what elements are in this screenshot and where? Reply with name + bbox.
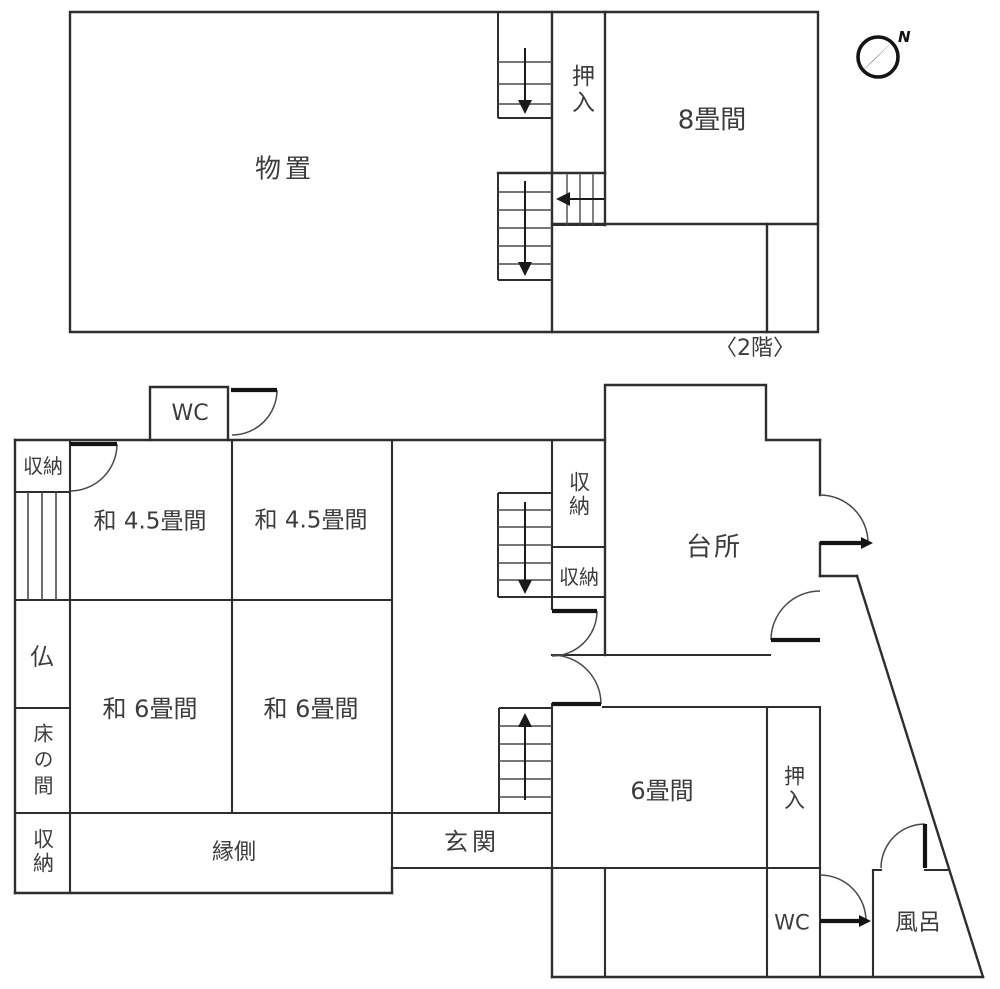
door-arc-furo — [880, 823, 926, 869]
room-label-furo: 風呂 — [895, 909, 941, 936]
door-leaves — [70, 387, 928, 924]
room-label-washitsu45-east: 和 4.5畳間 — [254, 507, 368, 534]
room-label-wc: WC — [774, 910, 810, 935]
room-label-closet-nw: 収納 — [23, 454, 63, 478]
stairs-down-arrow-icon — [518, 262, 532, 276]
door-arc-washitsu45 — [69, 443, 118, 492]
floor2-stairs-landing — [552, 173, 605, 226]
door-arc-hall-upper — [551, 610, 598, 657]
room-label-closet-hall-upper: 収納 — [566, 471, 591, 519]
floor2-caption: 〈2階〉 — [715, 335, 795, 361]
floor1-inner-walls — [13, 438, 950, 979]
room-label-washitsu6-west: 和 6畳間 — [102, 694, 198, 723]
floor2-stairs-lower — [497, 173, 552, 281]
room-label-kitchen: 台所 — [685, 532, 743, 563]
north-label: N — [898, 28, 911, 46]
door-arc-kitchen-east — [819, 494, 869, 544]
room-label-monooki: 物置 — [254, 154, 316, 185]
room-label-closet-sw: 収納 — [30, 828, 55, 876]
door-arc-wc-outhouse — [231, 389, 278, 436]
door-arc-wc — [819, 874, 867, 922]
room-label-oshiire-2f: 押入 — [567, 64, 594, 116]
door-arc-rokujo — [551, 654, 602, 705]
floor1-outer-walls — [13, 383, 985, 979]
stairs-up-arrow-icon — [518, 713, 532, 727]
room-label-rokujo: 6畳間 — [630, 776, 694, 805]
room-label-oshiire-1f: 押入 — [781, 765, 806, 813]
floor2-stairs-upper — [497, 12, 552, 119]
stairs-down-arrow-icon — [518, 100, 532, 114]
room-label-genkan: 玄関 — [444, 827, 500, 856]
floor1-stairs-upper — [497, 492, 552, 598]
door-arc-kitchen-south — [770, 590, 821, 641]
room-label-engawa: 縁側 — [211, 839, 257, 865]
floor2-walls — [68, 10, 820, 334]
room-label-hachijo: 8畳間 — [677, 105, 747, 136]
compass-icon: N — [856, 28, 911, 79]
room-label-wc-outhouse: WC — [171, 400, 209, 426]
room-label-tokonoma: 床の間 — [30, 723, 54, 801]
floor1-stairs-lower — [498, 707, 552, 813]
door-arcs — [69, 389, 926, 922]
room-label-closet-hall-lower: 収納 — [559, 565, 599, 589]
room-label-washitsu45-west: 和 4.5畳間 — [93, 508, 207, 535]
stairs-down-arrow-icon — [518, 580, 532, 594]
closet-shelf-hatch — [27, 492, 57, 600]
room-label-butsudan: 仏 — [30, 642, 54, 671]
room-label-washitsu6-east: 和 6畳間 — [263, 694, 359, 723]
door-leaf-arrowheads — [859, 537, 873, 927]
stairs-left-arrow-icon — [556, 192, 570, 206]
north-arrow-icon — [856, 40, 894, 77]
